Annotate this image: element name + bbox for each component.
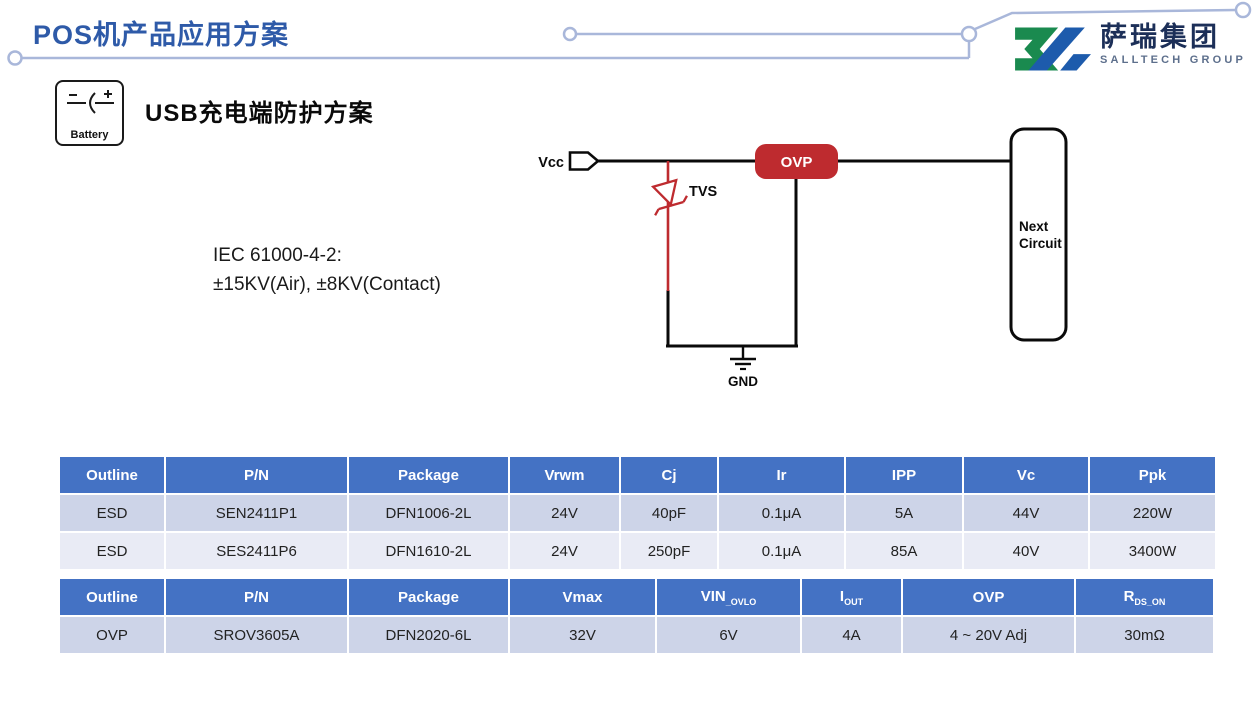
header-cell: OVP xyxy=(903,579,1074,615)
table-cell: 4A xyxy=(802,617,901,653)
next-circuit-block xyxy=(1009,127,1068,342)
logo-mark-icon xyxy=(1015,27,1091,71)
table-cell: 220W xyxy=(1090,495,1215,531)
company-logo: 萨瑞集团 SALLTECH GROUP xyxy=(1012,24,1246,74)
table-cell: SEN2411P1 xyxy=(166,495,347,531)
section-heading: USB充电端防护方案 xyxy=(145,100,374,127)
logo-text: 萨瑞集团 SALLTECH GROUP xyxy=(1100,24,1246,66)
ovp-label: OVP xyxy=(781,154,813,171)
table-cell: 85A xyxy=(846,533,962,569)
header-cell: Vmax xyxy=(510,579,655,615)
deco-circle xyxy=(960,25,978,43)
vcc-connector xyxy=(568,151,601,171)
header-cell: Ir xyxy=(719,457,844,493)
table-cell: 40V xyxy=(964,533,1088,569)
table-cell: 40pF xyxy=(621,495,717,531)
header-cell: P/N xyxy=(166,579,347,615)
iec-standard-line2: ±15KV(Air), ±8KV(Contact) xyxy=(213,274,441,296)
ovp-block xyxy=(755,144,838,179)
header-cell: Ppk xyxy=(1090,457,1215,493)
table-cell: 44V xyxy=(964,495,1088,531)
header-cell: Cj xyxy=(621,457,717,493)
next-circuit-label-line1: Next xyxy=(1019,219,1049,234)
logo-group-name: SALLTECH GROUP xyxy=(1100,54,1247,66)
table-cell: 0.1μA xyxy=(719,533,844,569)
next-circuit-label-line2: Circuit xyxy=(1019,236,1062,251)
table-cell: 250pF xyxy=(621,533,717,569)
circuit-diagram: Vcc TVS OVP Next Circuit GND xyxy=(538,127,1068,389)
tvs-diode-icon xyxy=(650,178,688,216)
table-cell: 0.1μA xyxy=(719,495,844,531)
vcc-label: Vcc xyxy=(538,155,564,171)
table-cell: DFN1006-2L xyxy=(349,495,508,531)
header-cell: Package xyxy=(349,579,508,615)
table-cell: ESD xyxy=(60,533,164,569)
header-cell: Outline xyxy=(60,457,164,493)
table-cell: ESD xyxy=(60,495,164,531)
deco-circle xyxy=(562,26,578,42)
header-cell: IOUT xyxy=(802,579,901,615)
header-cell: IPP xyxy=(846,457,962,493)
table-cell: SROV3605A xyxy=(166,617,347,653)
tvs-label: TVS xyxy=(689,184,718,200)
table-cell: OVP xyxy=(60,617,164,653)
battery-symbol-icon xyxy=(66,90,114,114)
header-cell: RDS_ON xyxy=(1076,579,1213,615)
deco-circle xyxy=(7,50,23,66)
logo-company-name: 萨瑞集团 xyxy=(1100,22,1220,52)
battery-label: Battery xyxy=(70,129,109,141)
iec-standard-line1: IEC 61000-4-2: xyxy=(213,245,342,266)
table-cell: DFN2020-6L xyxy=(349,617,508,653)
header-cell: Package xyxy=(349,457,508,493)
table-cell: 24V xyxy=(510,495,619,531)
page-title: POS机产品应用方案 xyxy=(33,20,290,50)
table-cell: 3400W xyxy=(1090,533,1215,569)
header-cell: Vc xyxy=(964,457,1088,493)
gnd-label: GND xyxy=(728,374,758,389)
header-cell: Vrwm xyxy=(510,457,619,493)
table-cell: SES2411P6 xyxy=(166,533,347,569)
deco-circle xyxy=(1234,1,1252,19)
table-cell: 32V xyxy=(510,617,655,653)
header-cell: VIN_OVLO xyxy=(657,579,800,615)
table-cell: 30mΩ xyxy=(1076,617,1213,653)
header-cell: Outline xyxy=(60,579,164,615)
iec-standard-note: IEC 61000-4-2: ±15KV(Air), ±8KV(Contact) xyxy=(213,241,441,300)
gnd-symbol-icon xyxy=(730,346,756,371)
table-cell: 6V xyxy=(657,617,800,653)
table-cell: 24V xyxy=(510,533,619,569)
table-cell: DFN1610-2L xyxy=(349,533,508,569)
table-cell: 4 ~ 20V Adj xyxy=(903,617,1074,653)
battery-icon: Battery xyxy=(55,80,124,146)
header-cell: P/N xyxy=(166,457,347,493)
table-cell: 5A xyxy=(846,495,962,531)
